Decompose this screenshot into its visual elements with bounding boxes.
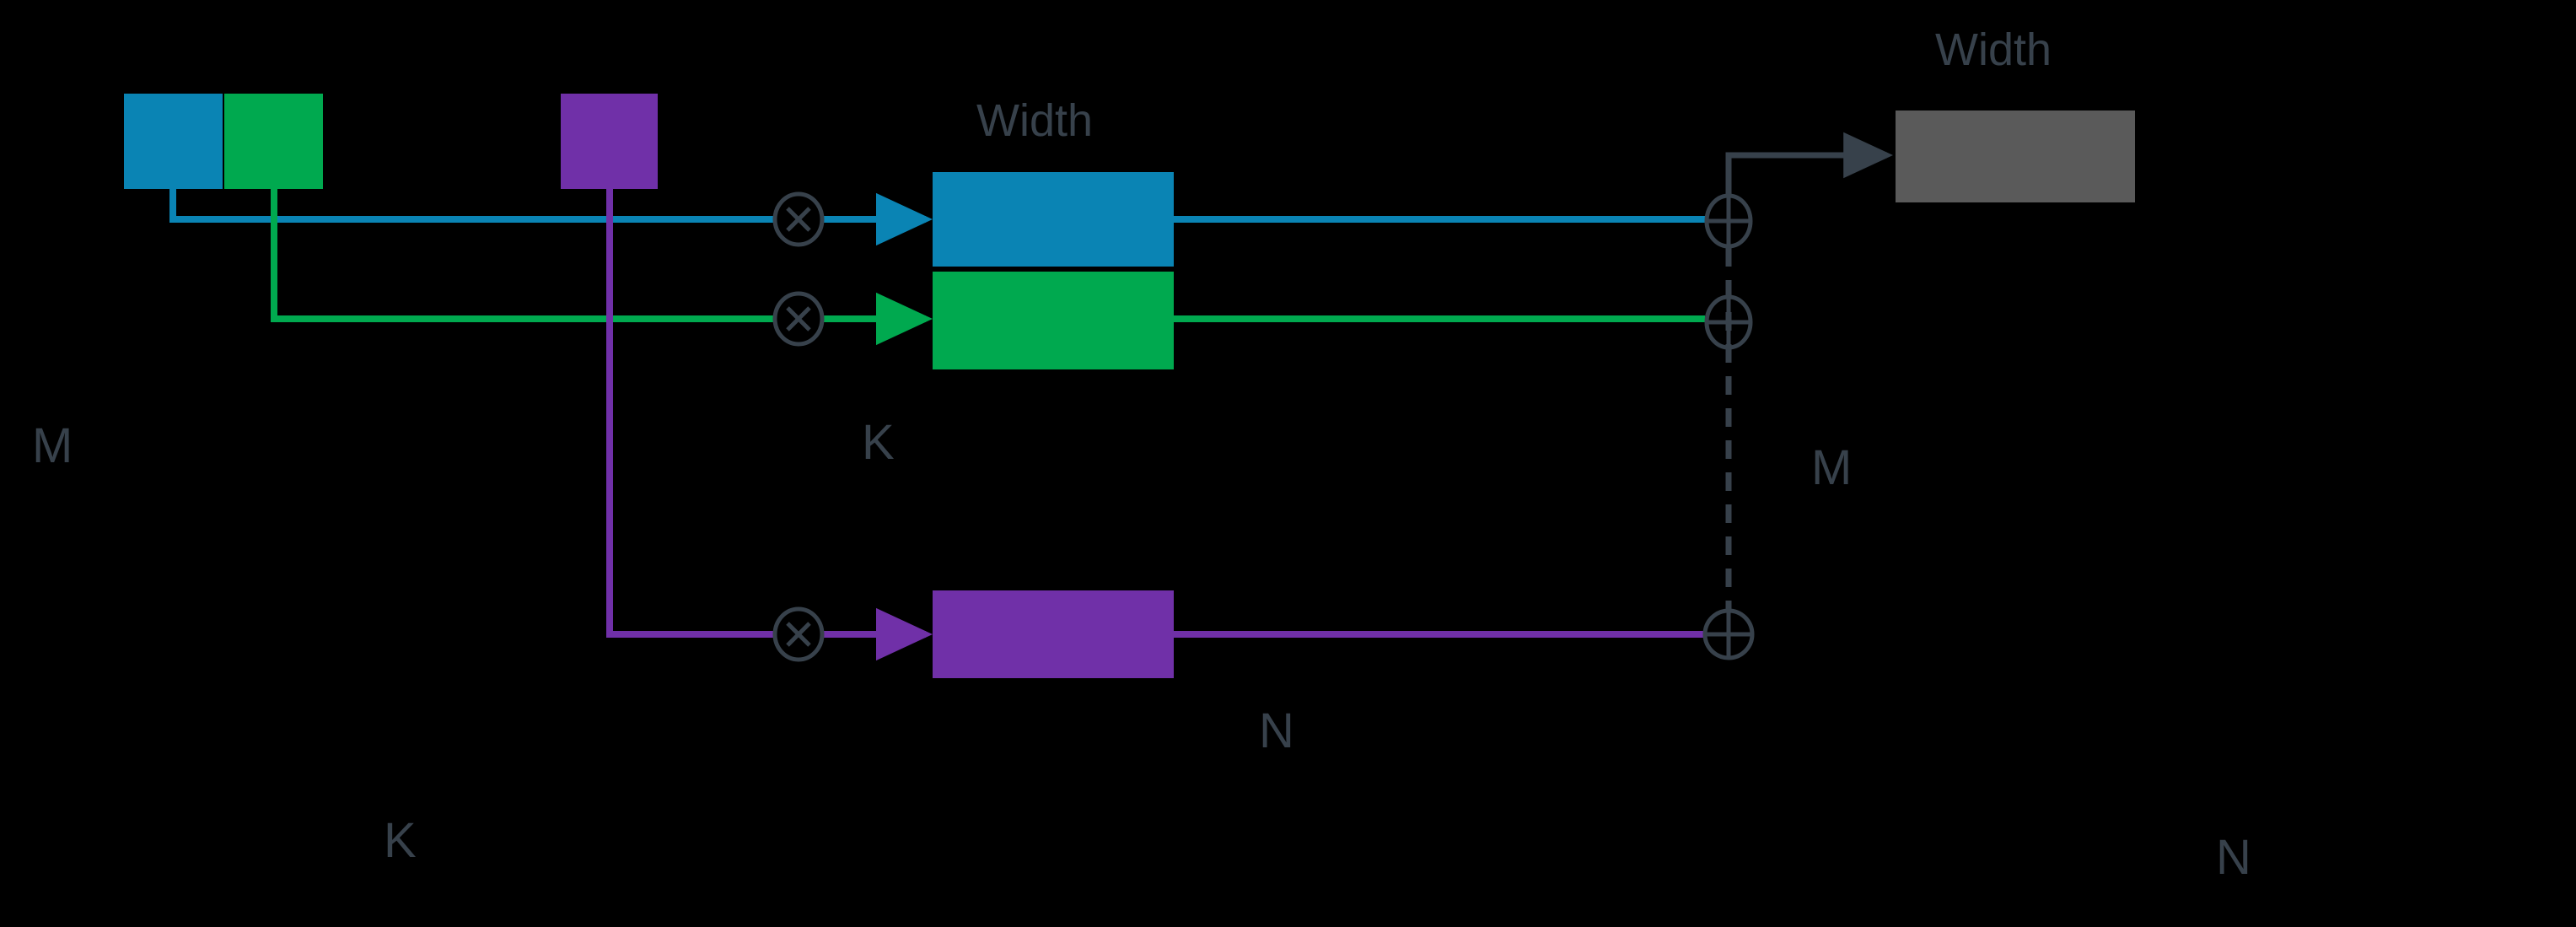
product-tile-green[interactable] — [933, 272, 1174, 369]
label-left-k: K — [384, 813, 417, 868]
connector-purple-source — [606, 189, 776, 638]
label-right-m: M — [1811, 440, 1853, 495]
label-center-n: N — [1259, 703, 1294, 758]
product-tile-blue[interactable] — [933, 172, 1174, 267]
a-tile-green[interactable] — [224, 94, 323, 189]
label-left-m: M — [32, 418, 73, 473]
b-tile-purple[interactable] — [561, 94, 658, 189]
label-center-width: Width — [976, 95, 1094, 146]
multiply-icon-purple[interactable] — [772, 606, 825, 662]
multiply-icon-blue[interactable] — [772, 191, 825, 247]
connector-result-output — [1725, 132, 1893, 196]
multiply-icon-green[interactable] — [772, 291, 825, 347]
plus-circle-icon-green[interactable] — [1704, 294, 1753, 350]
plus-circle-icon-blue[interactable] — [1704, 193, 1753, 249]
connector-blue-source — [169, 189, 776, 223]
label-right-width: Width — [1935, 24, 2052, 75]
plus-circle-icon-purple[interactable] — [1702, 608, 1755, 660]
label-right-n: N — [2216, 830, 2251, 885]
label-center-k: K — [862, 415, 895, 470]
result-tile-gray[interactable] — [1896, 110, 2135, 202]
product-tile-purple[interactable] — [933, 590, 1174, 678]
a-tile-blue[interactable] — [124, 94, 223, 189]
connector-green-source — [271, 189, 776, 322]
